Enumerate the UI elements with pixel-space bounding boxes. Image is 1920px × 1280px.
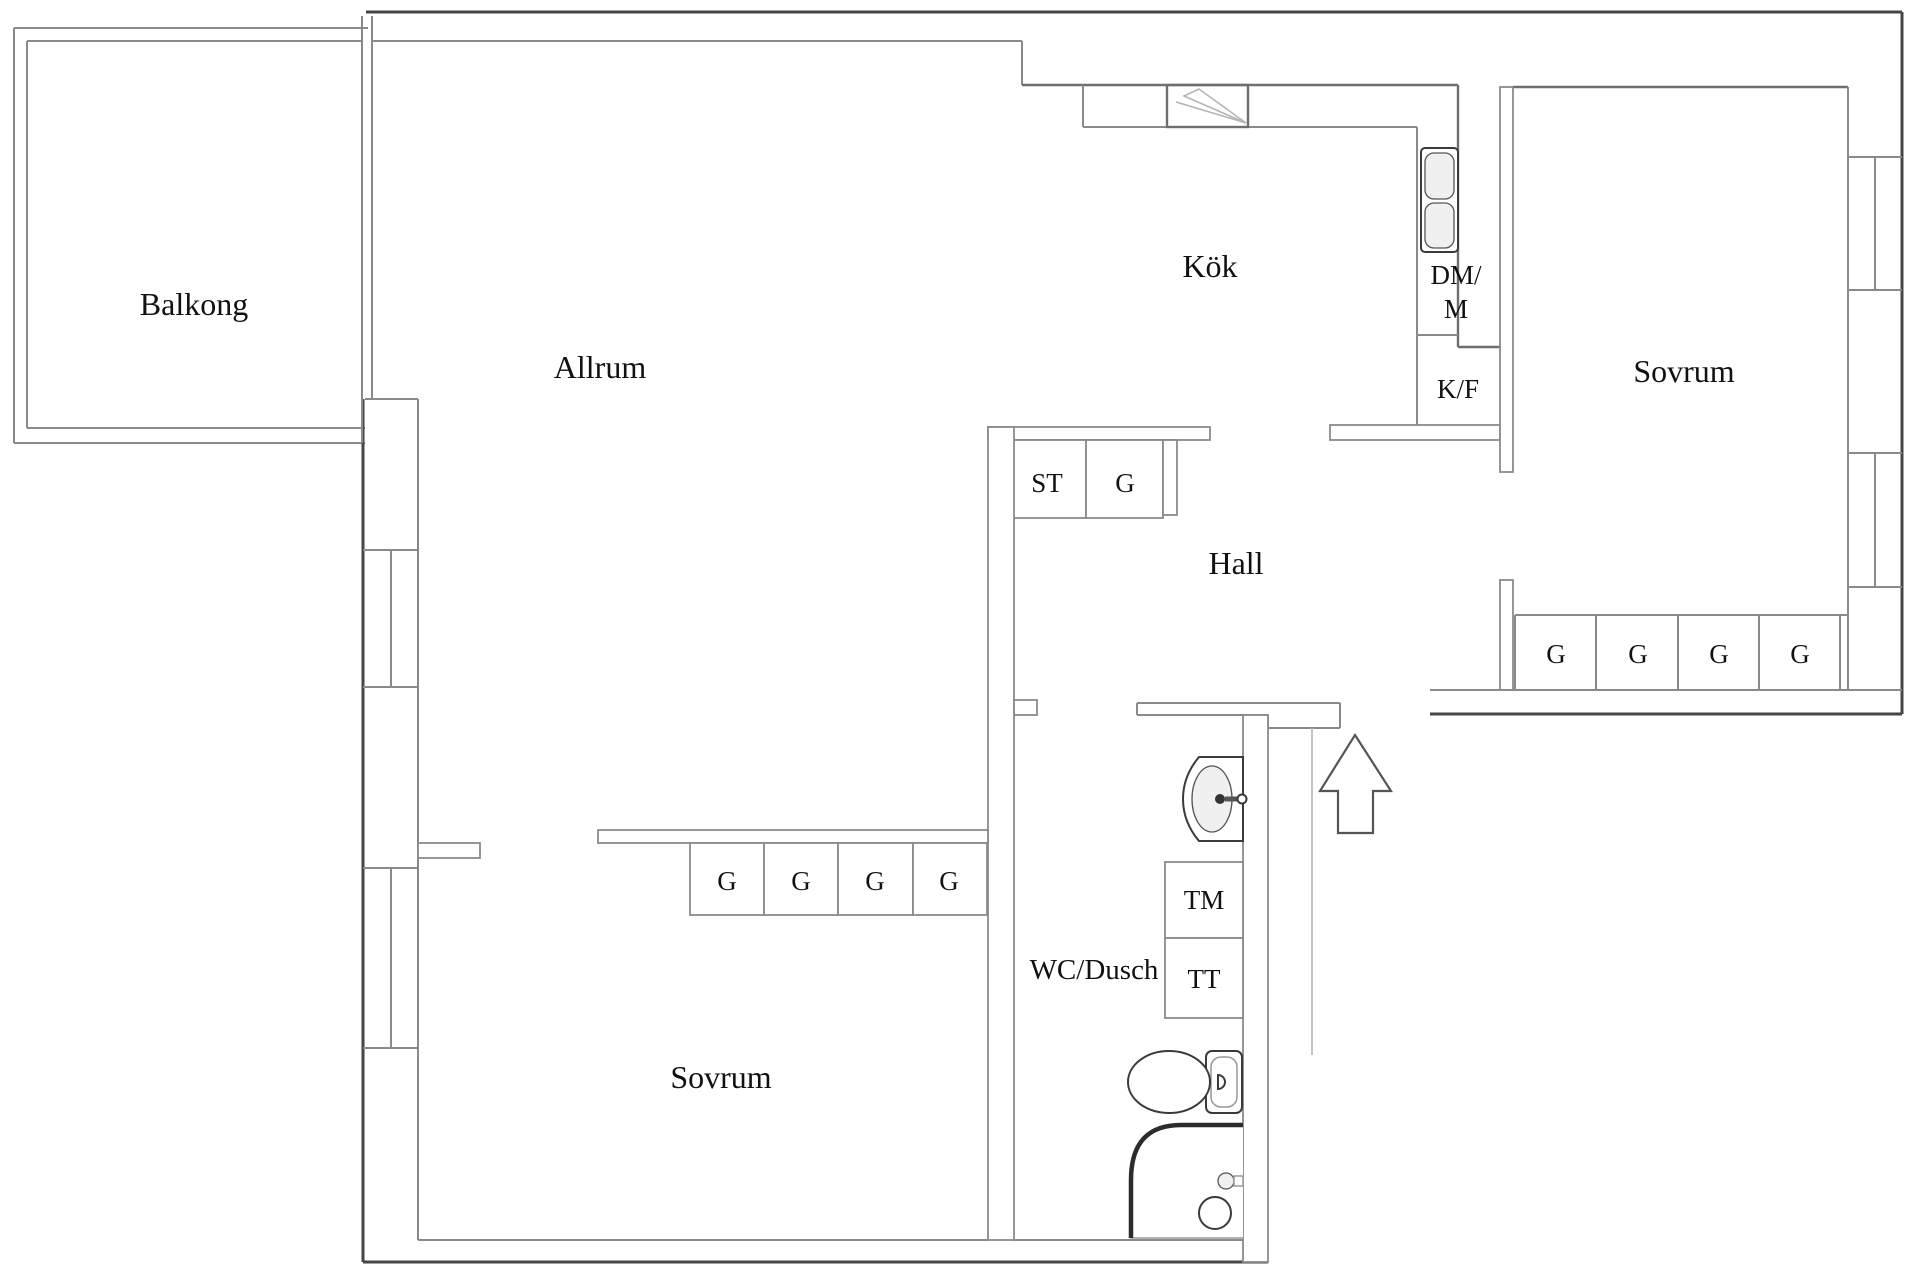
shower-drain: [1198, 1196, 1232, 1230]
shower-mixer: [1217, 1172, 1235, 1190]
label-wardrobe-g: G: [1628, 639, 1648, 669]
stove-hob-icon: [1165, 83, 1250, 129]
tumble-dryer-box: [1164, 937, 1244, 1019]
label-dishwasher-micro-1: DM/: [1430, 260, 1482, 290]
label-wardrobe-g: G: [1709, 639, 1729, 669]
washing-machine-box: [1164, 861, 1244, 939]
top-wall-inner: [372, 40, 1023, 85]
central-partition-walls: [987, 426, 1038, 1241]
bedroom-right-wardrobe-row: [1514, 614, 1848, 690]
closet-g-box: [1085, 439, 1164, 519]
room-label-bathroom: WC/Dusch: [1030, 954, 1159, 986]
hall-north-walls: [987, 424, 1501, 441]
label-wardrobe-g: G: [717, 866, 737, 896]
label-washing-machine: TM: [1184, 885, 1225, 915]
label-tumble-dryer: TT: [1188, 964, 1221, 994]
room-label-living-room: Allrum: [554, 349, 647, 385]
label-wardrobe-g: G: [939, 866, 959, 896]
toilet-icon: [1127, 1050, 1243, 1114]
label-wardrobe-g: G: [1546, 639, 1566, 669]
wall-stub: [1162, 439, 1178, 516]
bedroom-right-walls-windows: [1430, 85, 1902, 691]
room-label-kitchen: Kök: [1182, 248, 1237, 284]
room-label-hall: Hall: [1208, 545, 1263, 581]
label-wardrobe-g: G: [1790, 639, 1810, 669]
bedroom-right-west-wall: [1499, 86, 1514, 691]
room-label-balcony: Balkong: [140, 286, 248, 322]
left-wall-and-windows: [361, 16, 419, 1240]
label-dishwasher-micro-2: M: [1444, 294, 1468, 324]
faucet-icon: [1215, 794, 1225, 804]
room-label-bedroom-right: Sovrum: [1633, 353, 1734, 389]
double-sink-icon: [1420, 147, 1459, 253]
label-wardrobe-g: G: [865, 866, 885, 896]
shower-icon: [1128, 1122, 1244, 1239]
label-fridge-freezer: K/F: [1437, 374, 1479, 404]
bedroom-left-wardrobe-row: [689, 842, 988, 916]
flush-button: [1217, 1073, 1226, 1091]
laundry-units: [1164, 861, 1244, 1019]
label-wardrobe-g: G: [791, 866, 811, 896]
kitchen-counter-walls: [1022, 83, 1500, 431]
room-label-bedroom-left: Sovrum: [670, 1059, 771, 1095]
washbasin-icon: [1181, 756, 1248, 842]
label-cleaning-cabinet: ST: [1031, 468, 1063, 498]
label-hall-wardrobe: G: [1115, 468, 1135, 498]
balcony-walls: [13, 27, 368, 444]
entrance-arrow-icon: [1318, 732, 1394, 835]
